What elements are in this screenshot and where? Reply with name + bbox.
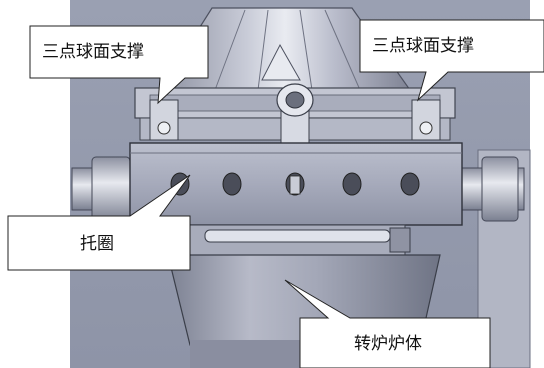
right-trunnion-hub <box>481 156 519 222</box>
callout-body-box <box>284 279 491 368</box>
lower-pipe <box>204 229 391 243</box>
dome-rib <box>324 9 361 91</box>
center-nozzle-hole <box>285 91 305 109</box>
dome-rib <box>299 9 313 91</box>
dome-rib <box>214 9 246 91</box>
dome-rib <box>257 9 269 91</box>
spherical-support-right <box>419 121 433 135</box>
callout-support-left-box <box>29 25 209 105</box>
ring-center-plate <box>289 175 301 195</box>
callout-support-left-label: 三点球面支撑 <box>42 42 144 62</box>
callout-support-right-box <box>359 19 544 102</box>
callout-body-label: 转炉炉体 <box>354 334 422 354</box>
ring-hole <box>342 172 362 196</box>
lower-bracket <box>389 227 411 253</box>
callout-ring-box <box>7 174 191 271</box>
ring-hole <box>222 172 242 196</box>
ring-hole <box>400 172 420 196</box>
spherical-support-left <box>157 121 171 135</box>
dome-fin <box>261 43 301 81</box>
callout-support-right-label: 三点球面支撑 <box>372 36 474 56</box>
callout-ring-label: 托圈 <box>80 234 114 254</box>
left-trunnion-hub <box>91 156 131 222</box>
